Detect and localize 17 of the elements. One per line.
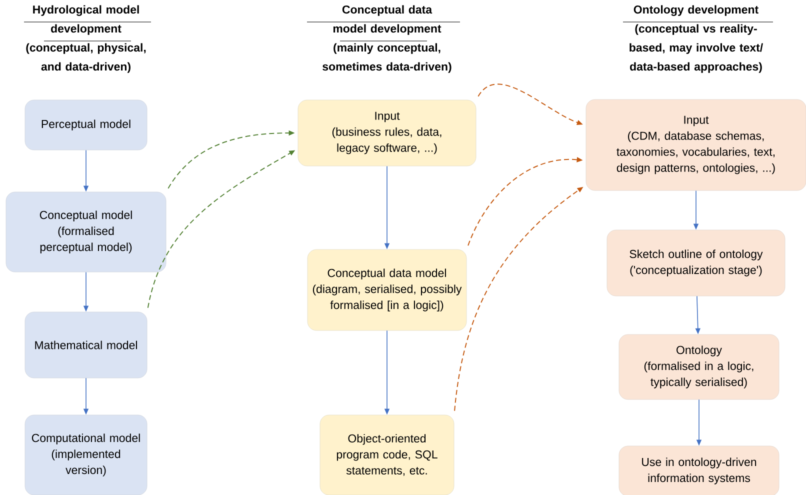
process-box: Conceptual data model (diagram, serialised, possibly formalised [in a logic]): [307, 249, 467, 331]
process-box: Computational model (implemented version): [24, 414, 148, 495]
column-subheading: (conceptual, physical, and data-driven): [26, 43, 146, 73]
process-box: Ontology (formalised in a logic, typically serialised): [618, 334, 780, 400]
process-box: Input (business rules, data, legacy software, ...): [298, 100, 476, 166]
column-heading: Ontology development: [622, 5, 774, 22]
column-subheading: (conceptual vs reality-based, may involve text/ data-based approaches): [630, 24, 763, 73]
process-box: Sketch outline of ontology ('conceptualization stage'): [606, 230, 786, 296]
column-subheading: (mainly conceptual, sometimes data-driven): [322, 43, 452, 73]
process-box: Input (CDM, database schemas, taxonomies, vocabularies, text, design patterns, ontologies, ...): [586, 99, 806, 191]
process-box: Perceptual model: [24, 100, 148, 150]
process-box: Object-oriented program code, SQL statements, etc.: [320, 414, 454, 495]
column-heading: Hydrological model development: [24, 5, 152, 42]
process-box: Mathematical model: [24, 312, 148, 378]
process-box: Conceptual model (formalised perceptual model): [6, 192, 166, 272]
process-box: Use in ontology-driven information systems: [618, 446, 780, 495]
column-heading: Conceptual data model development: [306, 5, 460, 42]
